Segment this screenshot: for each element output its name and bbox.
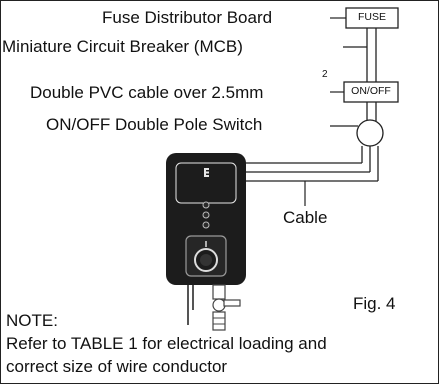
water-heater [166, 153, 246, 331]
figure-label: Fig. 4 [353, 294, 396, 313]
mcb-label: Miniature Circuit Breaker (MCB) [2, 37, 243, 56]
brand-logo-icon [204, 168, 209, 177]
fuse-box-label: FUSE [357, 11, 386, 23]
switch-label: ON/OFF Double Pole Switch [46, 115, 263, 134]
note-line-1: Refer to TABLE 1 for electrical loading … [6, 334, 327, 353]
note-title: NOTE: [6, 311, 58, 330]
fuse-board-label: Fuse Distributor Board [102, 8, 273, 27]
note-line-2: correct size of wire conductor [6, 357, 228, 376]
cable-spec-superscript: 2 [322, 69, 328, 80]
onoff-box-label: ON/OFF [351, 85, 391, 97]
cable-spec-label: Double PVC cable over 2.5mm [30, 83, 264, 102]
cable-label: Cable [283, 208, 328, 227]
switch-circle [356, 119, 384, 147]
